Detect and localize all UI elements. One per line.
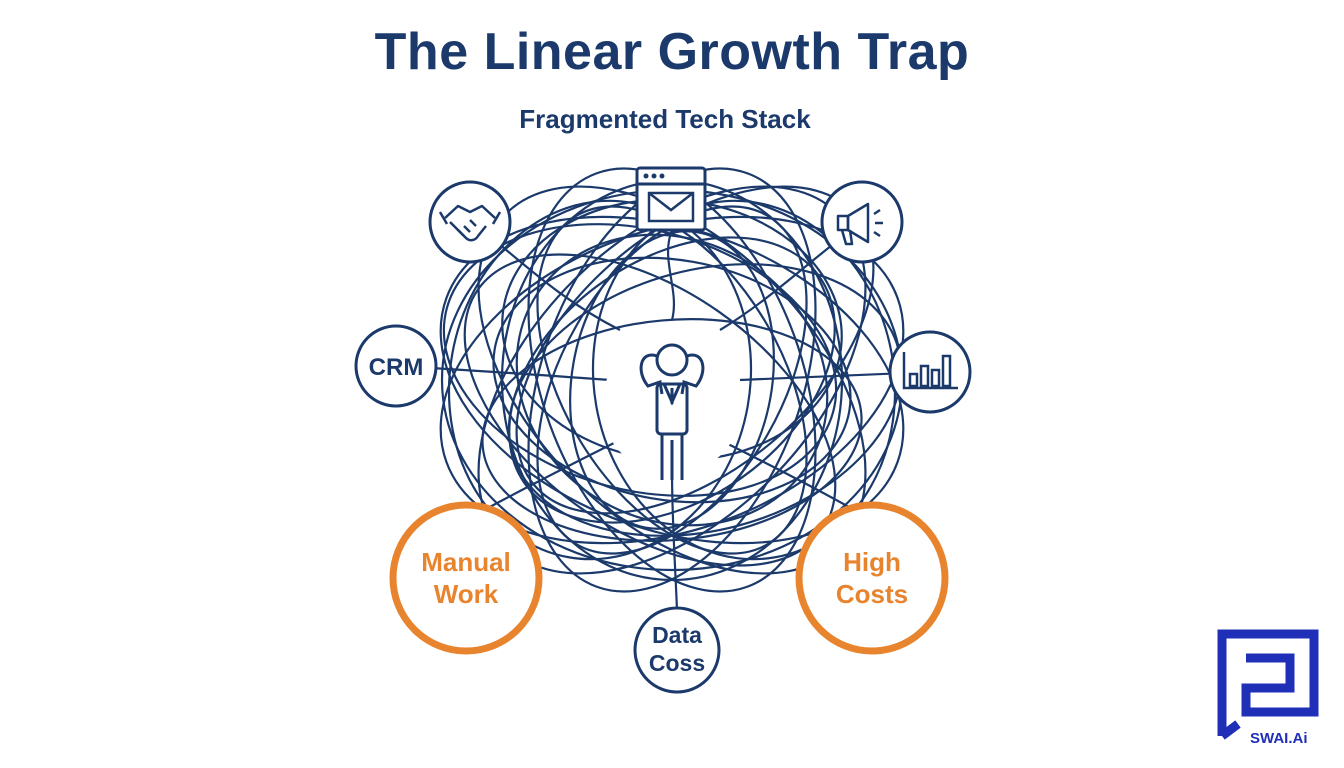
data-coss-node: Data Coss xyxy=(633,606,721,694)
crm-node: CRM xyxy=(354,324,438,408)
email-window-node xyxy=(635,166,707,232)
bar-chart-node xyxy=(888,330,972,414)
megaphone-icon xyxy=(836,202,883,246)
stressed-person-icon xyxy=(639,343,705,480)
high-costs-label-line2: Costs xyxy=(836,579,908,609)
manual-work-label-line2: Work xyxy=(434,579,499,609)
crm-label: CRM xyxy=(369,354,424,381)
tangle-lines xyxy=(397,167,931,611)
megaphone-node xyxy=(820,180,904,264)
handshake-icon xyxy=(438,204,502,242)
email-window-icon xyxy=(647,191,695,223)
page-title: The Linear Growth Trap xyxy=(374,23,970,81)
manual-work-node: Manual Work xyxy=(389,501,543,655)
manual-work-label-line1: Manual xyxy=(421,547,511,577)
bar-chart-icon xyxy=(902,352,958,390)
page-subtitle: Fragmented Tech Stack xyxy=(519,104,811,134)
high-costs-node: High Costs xyxy=(795,501,949,655)
logo-mark xyxy=(1217,629,1319,740)
logo-text: SWAI.Ai xyxy=(1250,730,1308,747)
data-coss-label-line1: Data xyxy=(652,622,702,648)
high-costs-label-line1: High xyxy=(843,547,901,577)
handshake-node xyxy=(428,180,512,264)
data-coss-label-line2: Coss xyxy=(649,650,705,676)
